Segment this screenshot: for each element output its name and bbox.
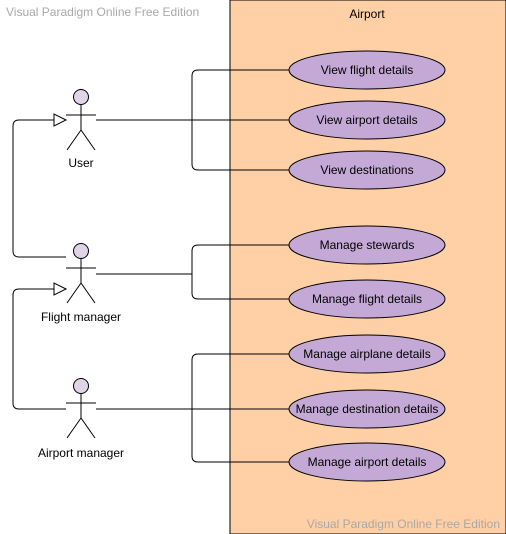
association-airport-manager-manage-airport-details: [96, 408, 289, 463]
actor-head-icon: [73, 89, 89, 105]
use-case-view-destinations[interactable]: View destinations: [288, 150, 446, 190]
actor-airport-manager[interactable]: Airport manager: [38, 378, 124, 461]
use-case-label: View destinations: [320, 163, 413, 177]
actor-head-icon: [73, 378, 89, 394]
actor-head-icon: [73, 243, 89, 259]
actor-label: Flight manager: [41, 310, 121, 324]
generalization-flight-manager-to-user: [12, 119, 66, 258]
use-case-manage-destination-details[interactable]: Manage destination details: [288, 389, 446, 429]
use-case-label: View airport details: [316, 113, 417, 127]
association-user-view-flight-details: [96, 69, 289, 121]
generalization-airport-manager-to-flight-manager: [12, 288, 66, 410]
use-case-view-flight-details[interactable]: View flight details: [288, 50, 446, 90]
association-airport-manager-manage-airplane-details: [96, 353, 289, 410]
use-case-manage-flight-details[interactable]: Manage flight details: [288, 279, 446, 319]
actor-user[interactable]: User: [66, 89, 96, 171]
use-case-manage-stewards[interactable]: Manage stewards: [288, 225, 446, 265]
use-case-view-airport-details[interactable]: View airport details: [288, 100, 446, 140]
generalization-arrowhead-flight-manager: [53, 282, 68, 296]
use-case-label: Manage airplane details: [303, 347, 430, 361]
actor-flight-manager[interactable]: Flight manager: [41, 243, 121, 325]
system-title: Airport: [349, 7, 385, 21]
watermark-bottom: Visual Paradigm Online Free Edition: [307, 517, 500, 531]
generalization-arrows: [12, 113, 68, 410]
use-case-manage-airplane-details[interactable]: Manage airplane details: [288, 334, 446, 374]
association-connectors: [96, 69, 289, 463]
association-user-view-destinations: [96, 119, 289, 171]
actor-label: Airport manager: [38, 446, 124, 460]
actor-label: User: [68, 156, 93, 170]
use-cases: View flight details View airport details…: [288, 50, 446, 482]
association-flight-manager-manage-stewards: [96, 244, 289, 275]
use-case-label: Manage airport details: [308, 455, 427, 469]
actors: User Flight manager Airport manager: [38, 89, 124, 461]
watermark-top: Visual Paradigm Online Free Edition: [6, 5, 199, 19]
use-case-label: View flight details: [321, 63, 414, 77]
use-case-label: Manage flight details: [312, 292, 422, 306]
use-case-label: Manage stewards: [320, 238, 415, 252]
use-case-manage-airport-details[interactable]: Manage airport details: [288, 442, 446, 482]
generalization-arrowhead-user: [53, 113, 68, 127]
association-flight-manager-manage-flight-details: [96, 273, 289, 300]
use-case-label: Manage destination details: [296, 402, 439, 416]
